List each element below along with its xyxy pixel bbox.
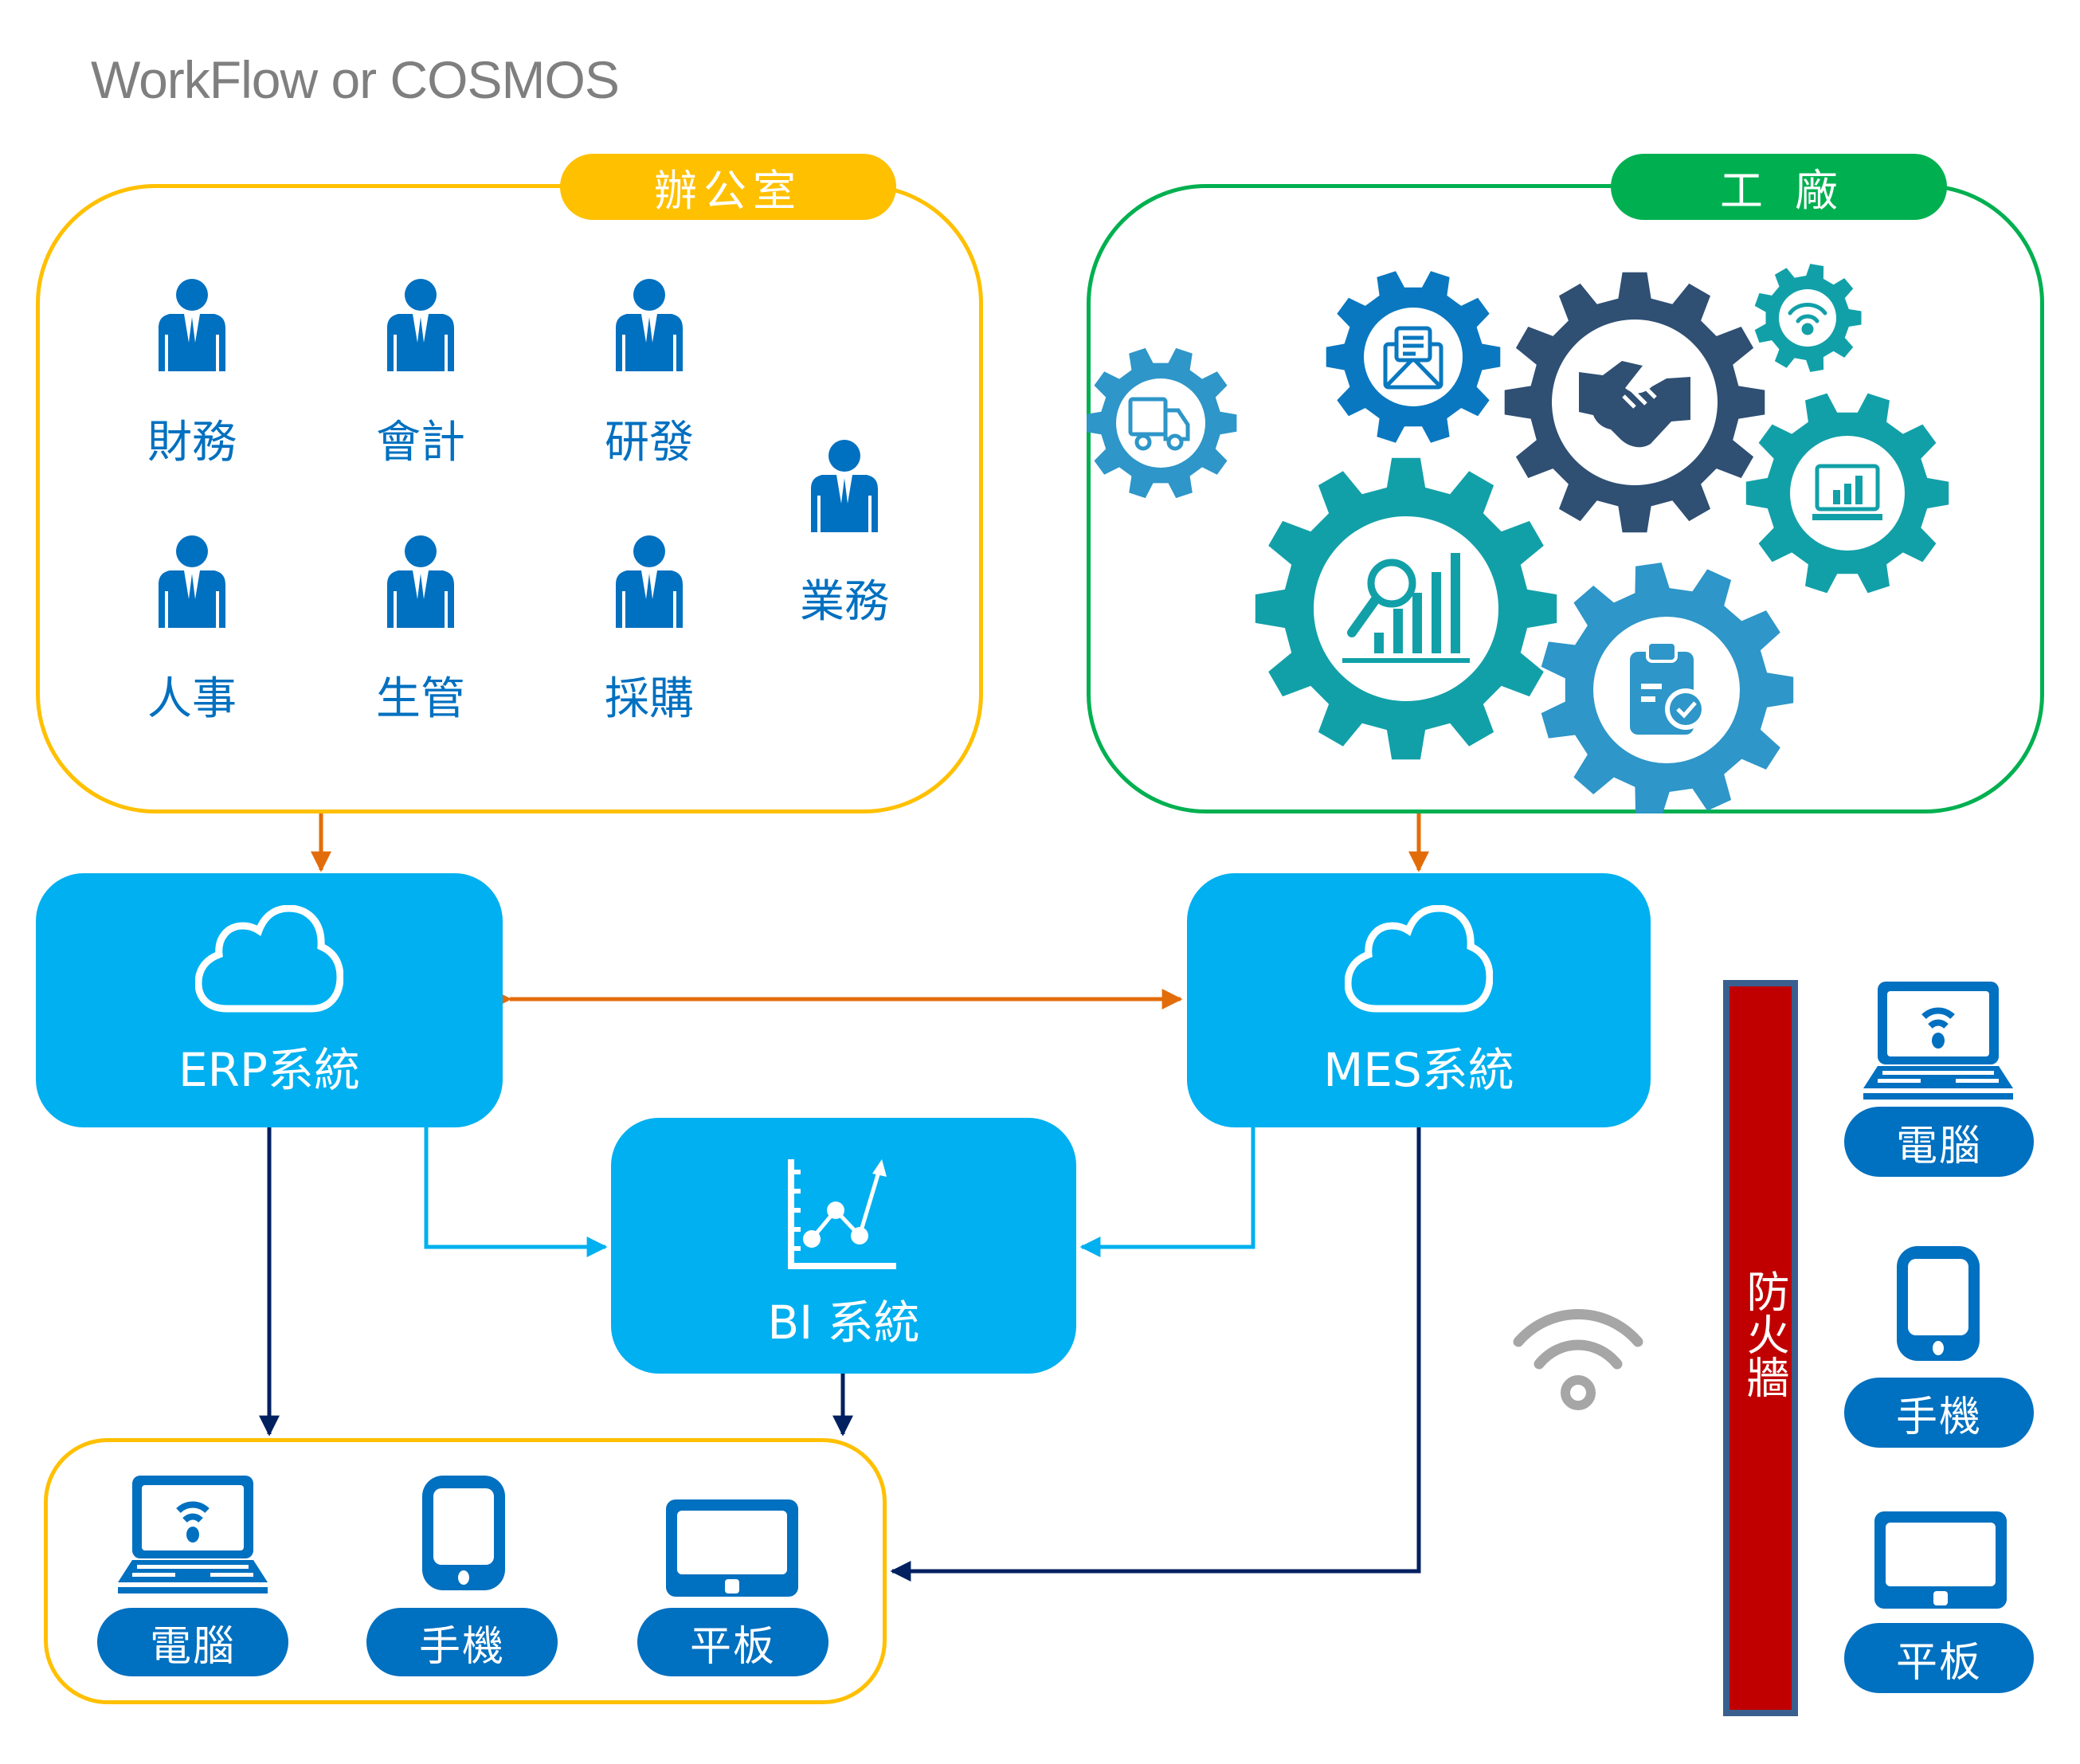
department-label-sales: 業務 (800, 576, 889, 628)
tablet-icon (664, 1498, 800, 1601)
wifi-icon (1513, 1309, 1643, 1410)
truck-icon (1128, 397, 1190, 451)
factory-gears (1087, 264, 1949, 813)
erp-system-label: ERP系統 (178, 1043, 360, 1097)
external-tablet-icon (1873, 1510, 2008, 1613)
department-label-production-control: 生管 (376, 673, 465, 725)
analytics-search-icon (1342, 553, 1470, 663)
department-label-rnd: 研發 (605, 417, 694, 468)
person-icon (381, 535, 460, 628)
mail-icon (1383, 326, 1443, 390)
factory-label: 工廠 (1611, 154, 1947, 220)
gear-analytics-search (1255, 457, 1557, 760)
handshake-icon (1579, 361, 1690, 448)
line-chart-icon (788, 1159, 896, 1269)
gear-clipboard-check (1541, 563, 1794, 813)
laptop-wifi-icon (115, 1474, 271, 1598)
gear-mail (1326, 271, 1501, 443)
gear-handshake (1504, 272, 1765, 533)
laptop-chart-icon (1812, 464, 1882, 520)
department-label-purchasing: 採購 (605, 673, 694, 725)
person-icon (381, 279, 460, 371)
internal-device-label: 平板 (637, 1608, 828, 1676)
firewall-label: 防火牆 (1739, 1269, 1789, 1398)
person-icon (805, 440, 884, 532)
internal-device-label: 手機 (366, 1608, 558, 1676)
wifi-icon (1788, 303, 1827, 335)
cloud-icon (195, 905, 343, 1013)
arrow-erp-to-bi (424, 1127, 608, 1257)
gear-wifi (1754, 264, 1862, 372)
person-icon (152, 535, 232, 628)
person-icon (609, 535, 689, 628)
bi-system-label: BI 系統 (767, 1296, 920, 1350)
person-icon (152, 279, 232, 371)
smartphone-icon (419, 1474, 508, 1595)
bi-system-box[interactable]: BI 系統 (611, 1118, 1076, 1374)
office-label: 辦公室 (560, 154, 896, 220)
external-device-label: 平板 (1844, 1623, 2034, 1693)
erp-system-box[interactable]: ERP系統 (36, 873, 503, 1127)
person-icon (609, 279, 689, 371)
mes-system-box[interactable]: MES系統 (1187, 873, 1651, 1127)
arrow-mes-to-bi (1079, 1127, 1255, 1257)
gear-laptop-chart (1745, 393, 1949, 594)
department-label-finance: 財務 (147, 417, 237, 468)
internal-device-label: 電腦 (97, 1608, 288, 1676)
firewall: 防火牆 (1723, 980, 1798, 1716)
external-laptop-wifi-icon (1860, 980, 2016, 1104)
department-label-accounting: 會計 (376, 417, 465, 468)
cloud-icon (1345, 905, 1493, 1013)
external-smartphone-icon (1894, 1245, 1983, 1366)
clipboard-check-icon (1630, 641, 1706, 735)
external-device-label: 手機 (1844, 1378, 2034, 1448)
page-title: WorkFlow or COSMOS (91, 50, 620, 109)
department-label-hr: 人事 (147, 673, 237, 725)
gear-truck (1087, 347, 1237, 499)
external-device-label: 電腦 (1844, 1107, 2034, 1177)
mes-system-label: MES系統 (1323, 1043, 1514, 1097)
